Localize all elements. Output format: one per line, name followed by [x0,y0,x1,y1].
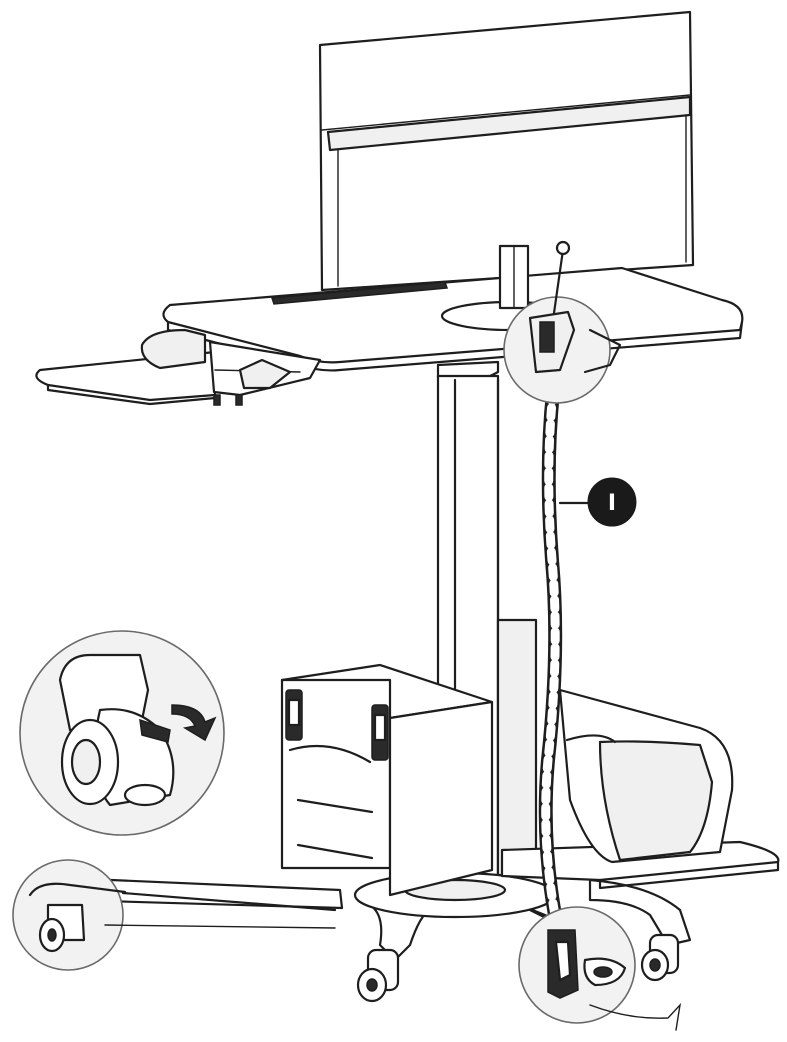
detail-circle-top-clip [503,240,622,404]
detail-circle-bottom-clip [518,906,682,1031]
keyboard-tray [35,328,322,406]
callout-cable-sleeve: I [558,477,637,527]
callout-label: I [608,491,616,516]
cpu-holder [280,663,494,897]
caster-front-left [356,948,400,1003]
caster-rear-right [640,933,680,982]
monitor [318,10,695,292]
callout-badge [587,477,637,527]
accessory-bag [558,688,734,864]
detail-circle-rear-caster [12,859,337,971]
detail-circle-caster-lock [19,630,225,836]
